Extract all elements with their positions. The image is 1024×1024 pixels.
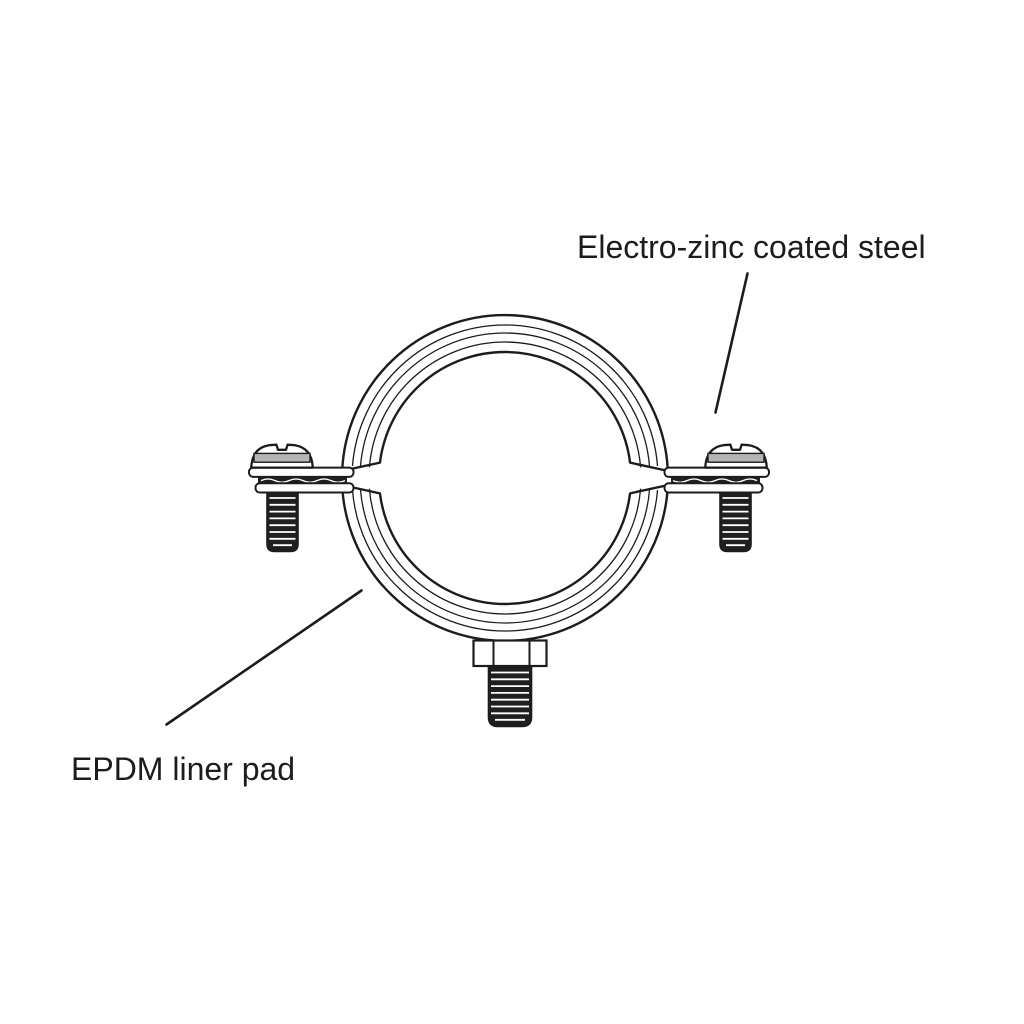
ring-upper-liner-lines	[351, 324, 659, 468]
ring-lower-liner-lines	[351, 488, 659, 632]
left-screw-assembly	[247, 443, 355, 553]
hex-nut	[472, 639, 548, 668]
clamp-drawing	[165, 272, 771, 728]
bottom-stud-thread-ridges	[491, 671, 529, 721]
label-electro-zinc-coated-steel: Electro-zinc coated steel	[577, 229, 926, 265]
leader-line-epdm	[165, 589, 363, 726]
ring-lower-half-band	[340, 483, 670, 643]
right-screw-assembly	[663, 443, 771, 553]
ring-upper-half-band	[340, 313, 670, 473]
leader-line-electro-zinc	[714, 272, 749, 414]
label-epdm-liner-pad: EPDM liner pad	[71, 751, 296, 787]
hex-nut-face-lines	[492, 640, 531, 666]
